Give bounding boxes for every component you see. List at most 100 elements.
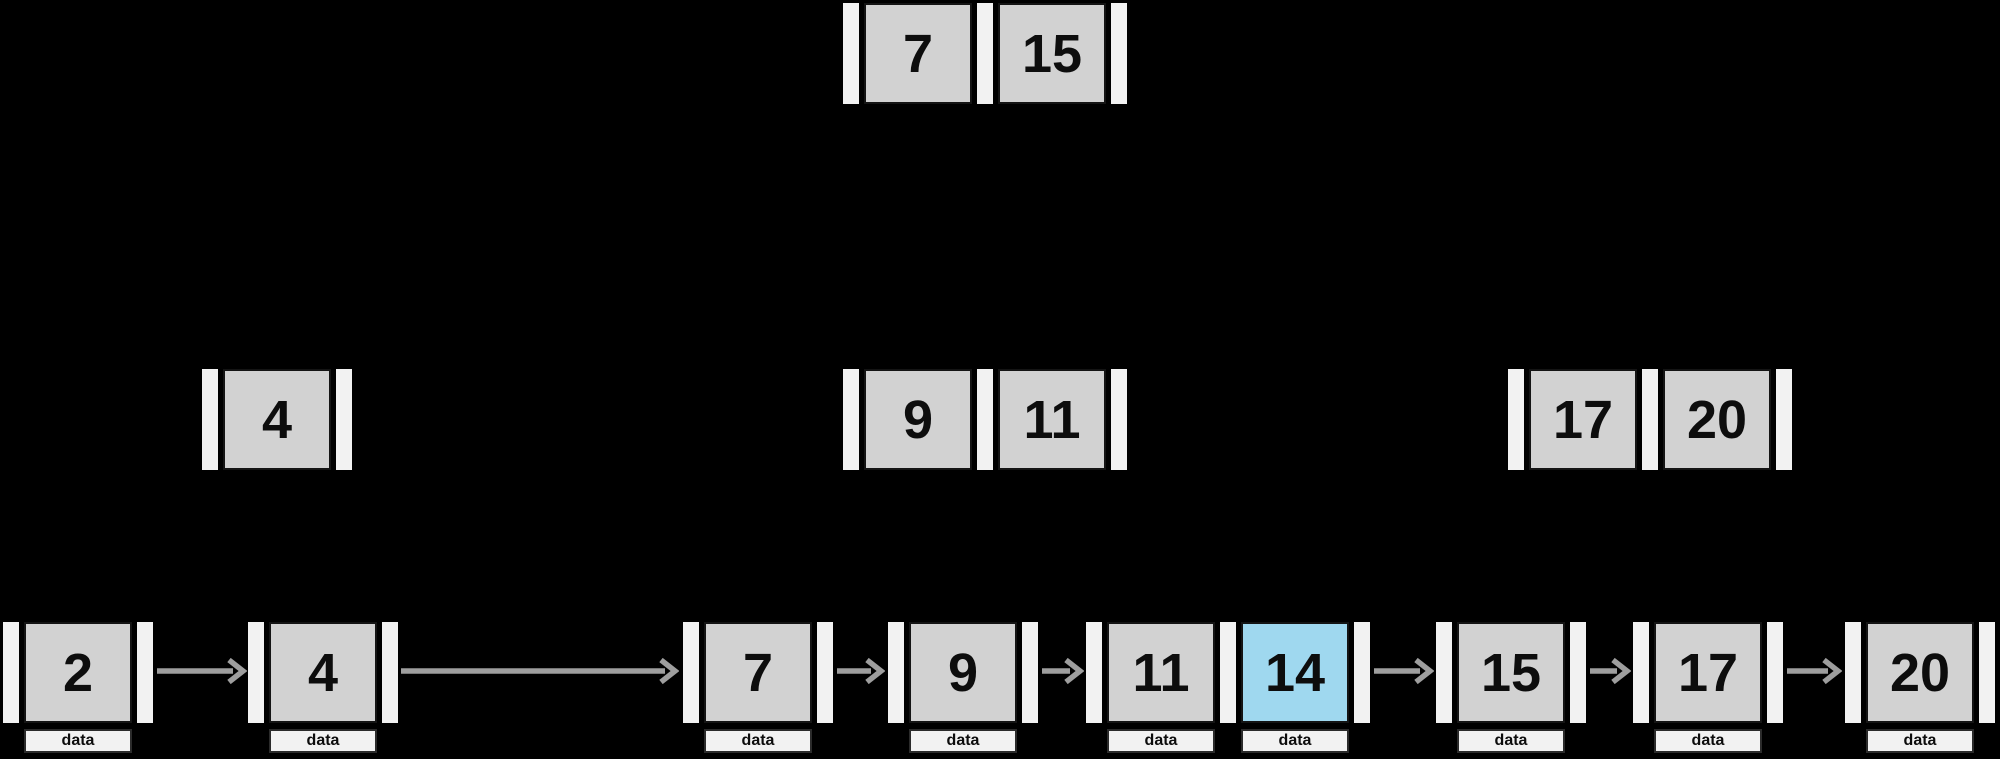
leaf-cell: 9 data xyxy=(909,622,1017,753)
next-pointer-slot xyxy=(1570,622,1586,723)
leaf-key-box: 20 xyxy=(1866,622,1974,723)
data-record-label: data xyxy=(306,732,340,749)
data-record-label: data xyxy=(61,732,95,749)
prev-pointer-slot xyxy=(248,622,264,723)
data-record-box: data xyxy=(1866,729,1974,753)
prev-pointer-slot xyxy=(1845,622,1861,723)
key-value: 2 xyxy=(62,642,94,703)
leaf-link-arrow xyxy=(1374,657,1434,685)
leaf-cell: 4 data xyxy=(269,622,377,753)
leaf-link-arrow xyxy=(1042,657,1084,685)
leaf-node-15: 15 data xyxy=(1436,622,1586,753)
key-value: 17 xyxy=(1677,642,1739,703)
internal-node-17-20: 17 20 xyxy=(1508,369,1792,470)
leaf-node-17: 17 data xyxy=(1633,622,1783,753)
leaf-link-arrow xyxy=(837,657,885,685)
key-value: 7 xyxy=(742,642,774,703)
next-pointer-slot xyxy=(1022,622,1038,723)
key-value: 17 xyxy=(1552,389,1614,450)
data-record-label: data xyxy=(1494,732,1528,749)
next-pointer-slot xyxy=(137,622,153,723)
data-record-box: data xyxy=(24,729,132,753)
key-cell: 7 xyxy=(864,3,972,104)
prev-pointer-slot xyxy=(3,622,19,723)
key-value: 15 xyxy=(1480,642,1542,703)
leaf-link-arrow xyxy=(401,657,679,685)
prev-pointer-slot xyxy=(683,622,699,723)
internal-node-root: 7 15 xyxy=(843,3,1127,104)
leaf-key-box: 7 xyxy=(704,622,812,723)
data-record-label: data xyxy=(1278,732,1312,749)
leaf-cell: 2 data xyxy=(24,622,132,753)
key-value: 11 xyxy=(1023,389,1081,450)
key-value: 4 xyxy=(261,389,293,450)
leaf-link-arrow xyxy=(157,657,247,685)
leaf-cell: 17 data xyxy=(1654,622,1762,753)
key-value: 4 xyxy=(307,642,339,703)
next-pointer-slot xyxy=(817,622,833,723)
data-record-box: data xyxy=(909,729,1017,753)
child-pointer-slot xyxy=(1642,369,1658,470)
next-pointer-slot xyxy=(1354,622,1370,723)
key-value: 9 xyxy=(902,389,934,450)
leaf-node-2: 2 data xyxy=(3,622,153,753)
key-value: 7 xyxy=(902,23,934,84)
leaf-node-4: 4 data xyxy=(248,622,398,753)
data-record-label: data xyxy=(1691,732,1725,749)
data-record-label: data xyxy=(946,732,980,749)
key-cell: 11 xyxy=(998,369,1106,470)
key-cell: 17 xyxy=(1529,369,1637,470)
mid-pointer-slot xyxy=(1220,622,1236,723)
key-cell: 9 xyxy=(864,369,972,470)
key-cell: 4 xyxy=(223,369,331,470)
data-record-box: data xyxy=(269,729,377,753)
prev-pointer-slot xyxy=(888,622,904,723)
leaf-cell: 11 data xyxy=(1107,622,1215,753)
internal-node-9-11: 9 11 xyxy=(843,369,1127,470)
next-pointer-slot xyxy=(1767,622,1783,723)
next-pointer-slot xyxy=(1979,622,1995,723)
leaf-node-11-14: 11 data 14 data xyxy=(1086,622,1370,753)
prev-pointer-slot xyxy=(1436,622,1452,723)
prev-pointer-slot xyxy=(1086,622,1102,723)
child-pointer-slot xyxy=(977,369,993,470)
child-pointer-slot xyxy=(1776,369,1792,470)
prev-pointer-slot xyxy=(1633,622,1649,723)
data-record-box: data xyxy=(1107,729,1215,753)
leaf-key-box: 2 xyxy=(24,622,132,723)
key-value: 20 xyxy=(1686,389,1748,450)
leaf-cell: 20 data xyxy=(1866,622,1974,753)
key-value: 9 xyxy=(947,642,979,703)
leaf-link-arrow xyxy=(1590,657,1631,685)
leaf-key-box-highlighted: 14 xyxy=(1241,622,1349,723)
leaf-node-7: 7 data xyxy=(683,622,833,753)
child-pointer-slot xyxy=(977,3,993,104)
child-pointer-slot xyxy=(843,369,859,470)
leaf-cell: 15 data xyxy=(1457,622,1565,753)
child-pointer-slot xyxy=(1508,369,1524,470)
key-cell: 15 xyxy=(998,3,1106,104)
child-pointer-slot xyxy=(1111,3,1127,104)
key-value: 14 xyxy=(1264,642,1326,703)
key-value: 20 xyxy=(1889,642,1951,703)
leaf-node-9: 9 data xyxy=(888,622,1038,753)
leaf-key-box: 15 xyxy=(1457,622,1565,723)
child-pointer-slot xyxy=(336,369,352,470)
leaf-key-box: 17 xyxy=(1654,622,1762,723)
leaf-cell: 14 data xyxy=(1241,622,1349,753)
leaf-node-20: 20 data xyxy=(1845,622,1995,753)
data-record-label: data xyxy=(1903,732,1937,749)
data-record-box: data xyxy=(1654,729,1762,753)
leaf-key-box: 4 xyxy=(269,622,377,723)
data-record-label: data xyxy=(741,732,775,749)
data-record-label: data xyxy=(1144,732,1178,749)
data-record-box: data xyxy=(704,729,812,753)
key-value: 11 xyxy=(1132,642,1190,703)
internal-node-4: 4 xyxy=(202,369,352,470)
next-pointer-slot xyxy=(382,622,398,723)
key-cell: 20 xyxy=(1663,369,1771,470)
child-pointer-slot xyxy=(843,3,859,104)
child-pointer-slot xyxy=(1111,369,1127,470)
leaf-key-box: 9 xyxy=(909,622,1017,723)
